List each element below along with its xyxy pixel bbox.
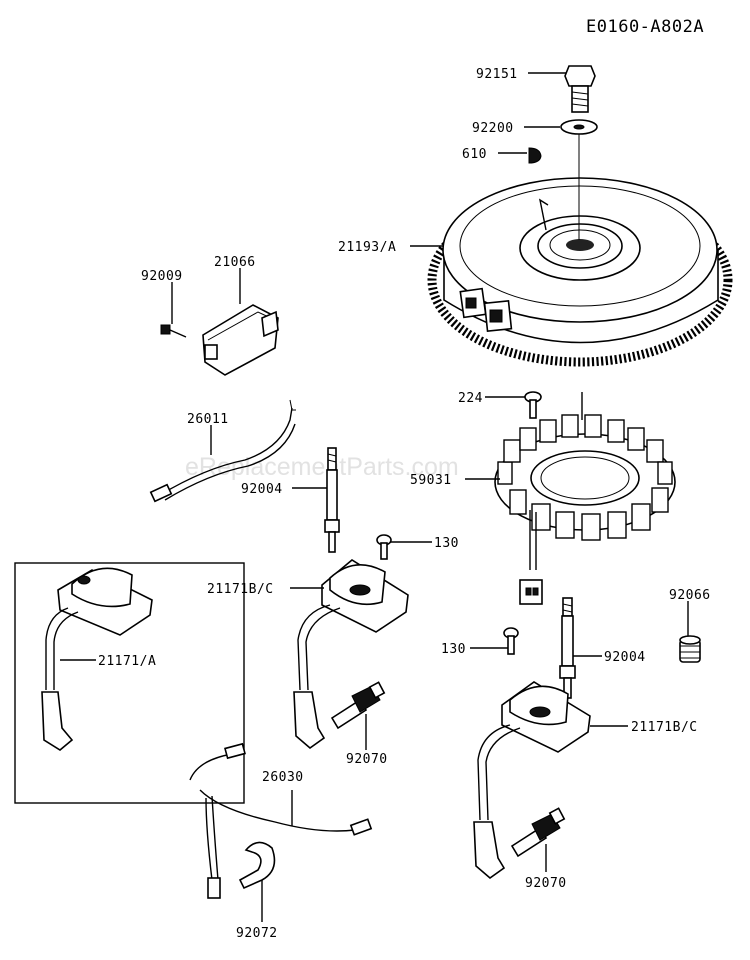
label-21066[interactable]: 21066 <box>214 255 256 270</box>
label-21171b-c-left[interactable]: 21171B/C <box>207 582 274 597</box>
leader-lines <box>60 72 689 922</box>
label-92066[interactable]: 92066 <box>669 588 711 603</box>
stator-part[interactable] <box>494 392 676 605</box>
flywheel-part[interactable] <box>427 177 733 367</box>
spark-plug-92070-left[interactable] <box>330 681 386 730</box>
label-130-right[interactable]: 130 <box>441 642 466 657</box>
ignition-coil-inset[interactable] <box>41 567 153 751</box>
washer-92200[interactable] <box>560 119 598 135</box>
screw-92009[interactable] <box>160 324 187 338</box>
label-224[interactable]: 224 <box>458 391 483 406</box>
diagram-code: E0160-A802A <box>586 17 704 37</box>
label-92200[interactable]: 92200 <box>472 121 514 136</box>
label-59031[interactable]: 59031 <box>410 473 452 488</box>
spark-plug-92070-right[interactable] <box>510 807 566 858</box>
label-92004-left[interactable]: 92004 <box>241 482 283 497</box>
label-92004-right[interactable]: 92004 <box>604 650 646 665</box>
label-26030[interactable]: 26030 <box>262 770 304 785</box>
stud-92004-left[interactable] <box>324 447 340 553</box>
label-130-left[interactable]: 130 <box>434 536 459 551</box>
stud-92004-right[interactable] <box>559 597 576 699</box>
label-21171b-c-right[interactable]: 21171B/C <box>631 720 698 735</box>
label-92151[interactable]: 92151 <box>476 67 518 82</box>
label-92072[interactable]: 92072 <box>236 926 278 941</box>
label-26011[interactable]: 26011 <box>187 412 229 427</box>
lead-wire-26011[interactable] <box>149 399 296 503</box>
clamp-92072[interactable] <box>238 841 276 890</box>
harness-26030[interactable] <box>189 742 373 899</box>
label-92009[interactable]: 92009 <box>141 269 183 284</box>
inset-box <box>14 562 245 804</box>
screw-224[interactable] <box>524 391 542 419</box>
ignition-coil-left[interactable] <box>293 559 409 750</box>
bolt-92151[interactable] <box>564 65 596 113</box>
label-610[interactable]: 610 <box>462 147 487 162</box>
regulator-21066[interactable] <box>202 304 279 376</box>
ignition-coil-right[interactable] <box>473 681 591 880</box>
screw-130-right[interactable] <box>503 627 519 655</box>
label-21171-a[interactable]: 21171/A <box>98 654 156 669</box>
key-610[interactable] <box>528 147 542 164</box>
watermark: eReplacementParts.com <box>185 453 459 481</box>
screw-130-left[interactable] <box>376 534 392 560</box>
cap-92066[interactable] <box>679 635 701 663</box>
label-21193-a[interactable]: 21193/A <box>338 240 396 255</box>
label-92070-right[interactable]: 92070 <box>525 876 567 891</box>
label-92070-left[interactable]: 92070 <box>346 752 388 767</box>
